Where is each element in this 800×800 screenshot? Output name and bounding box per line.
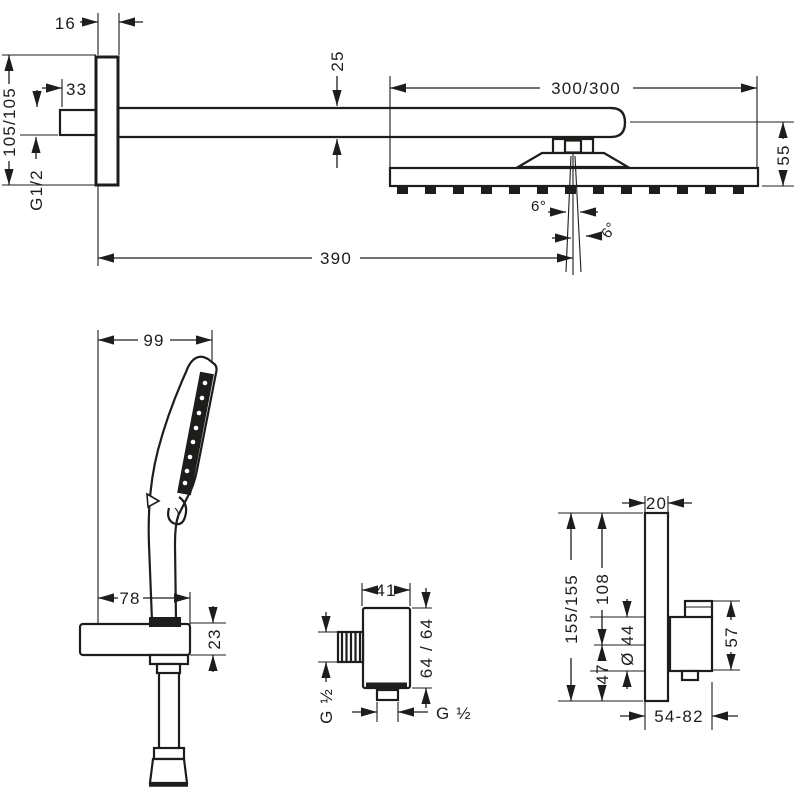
outlet-body: [361, 606, 412, 690]
dim-handle-to-bottom: 47: [593, 663, 612, 684]
dim-wall-plate-size: 105/105: [0, 87, 19, 157]
dim-holder-width: 78: [119, 589, 140, 608]
dim-tilt-right: 6°: [598, 219, 621, 241]
thermostat-figure: 20 155/155 108 47 Ø 44 57: [558, 494, 741, 730]
dim-head-drop: 55: [774, 144, 793, 165]
overhead-shower-figure: 16 105/105 33 G1/2 25 300/300: [0, 13, 794, 275]
dim-handshower-width: 99: [143, 331, 164, 350]
shower-hose: [148, 653, 190, 787]
dim-thermostat-depth: 20: [646, 494, 667, 513]
thermostat-plate: [643, 511, 670, 703]
dim-holder-height: 23: [205, 628, 224, 649]
dim-inlet-offset: 33: [66, 80, 87, 99]
dim-handle-diameter: Ø 44: [618, 624, 637, 666]
dim-head-size: 300/300: [551, 79, 621, 98]
arm-wall-plate: [94, 55, 120, 187]
dim-arm-profile: 25: [328, 50, 347, 71]
hand-shower-figure: 99 78 23: [78, 330, 226, 787]
spray-face: [177, 371, 214, 496]
dim-outlet-width: 41: [375, 581, 396, 600]
spray-face-nozzles: [182, 380, 208, 486]
thermostat-handle-top: [683, 599, 714, 620]
dim-inlet-thread: G1/2: [27, 169, 46, 211]
dim-top-to-handle: 108: [593, 573, 612, 605]
dim-handle-height: 57: [722, 626, 741, 647]
supply-stub: [58, 108, 99, 137]
shower-arm: [118, 106, 627, 139]
dim-outlet-side-thread: G ½: [317, 688, 336, 724]
thermostat-handle: [668, 615, 714, 673]
handshower-holder: [78, 622, 192, 657]
outlet-bottom-stub: [375, 688, 400, 702]
dim-arm-length: 390: [320, 249, 352, 268]
dim-plate-depth: 16: [55, 14, 76, 33]
dim-outlet-height: 64 / 64: [417, 618, 436, 678]
dim-tilt-left: 6°: [531, 198, 546, 215]
dim-install-depth: 54-82: [654, 707, 703, 726]
dim-outlet-bottom-thread: G ½: [436, 704, 472, 723]
overhead-shower-head: [388, 166, 760, 188]
dim-thermostat-plate-size: 155/155: [562, 574, 581, 644]
wall-outlet-figure: 41 G ½ 64 / 64 G ½: [317, 581, 472, 724]
wall-line: [97, 13, 120, 55]
